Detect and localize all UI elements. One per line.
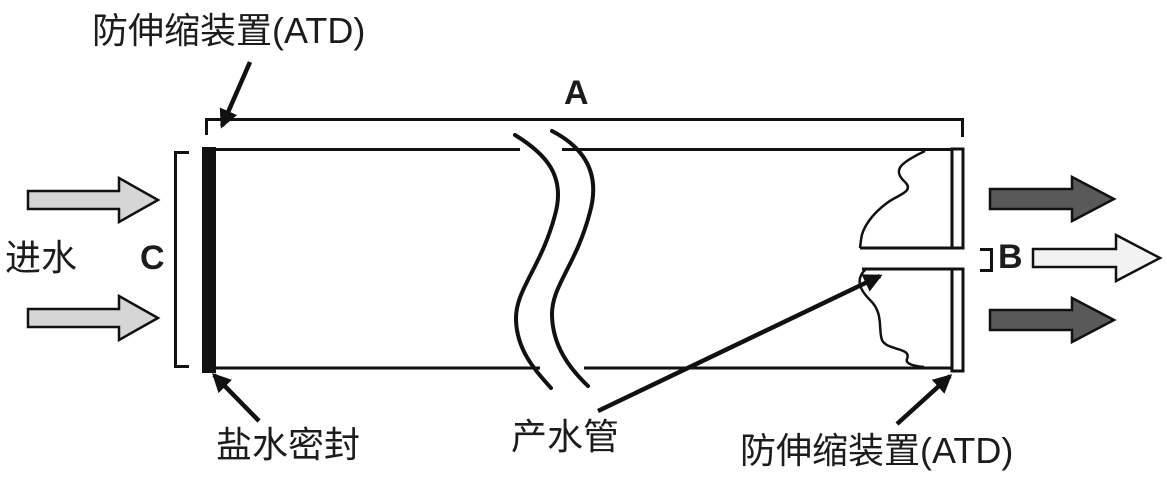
leader-arrow-brine-seal (212, 372, 261, 423)
break-lines (513, 129, 596, 390)
element-body-outline (209, 148, 953, 370)
concentrate-arrow-bottom (988, 295, 1117, 345)
concentrate-arrows (988, 174, 1117, 345)
leader-arrow-atd-bottom (895, 374, 953, 426)
wavy-edge-upper (858, 149, 926, 249)
membrane-wavy-edge (858, 149, 926, 369)
dim-bracket-b (980, 248, 993, 272)
leader-arrow-product-tube (597, 273, 883, 414)
label-feed-water: 进水 (5, 237, 78, 278)
leader-arrow-atd-top (219, 61, 253, 129)
feed-arrow-bottom (26, 293, 161, 343)
label-dimension-a: A (564, 74, 589, 112)
label-product-tube: 产水管 (511, 416, 620, 457)
atd-cap-lower (950, 267, 965, 373)
break-line-left (513, 133, 561, 390)
label-brine-seal: 盐水密封 (216, 424, 361, 465)
label-dimension-c: C (140, 239, 165, 277)
dim-bracket-c (174, 151, 189, 368)
feed-arrow-top (26, 175, 161, 225)
label-atd-top: 防伸缩装置(ATD) (92, 10, 366, 51)
break-line-right (549, 129, 596, 388)
product-tube-walls (860, 246, 953, 271)
wavy-edge-lower (858, 268, 925, 369)
concentrate-arrow-top (988, 174, 1117, 224)
label-atd-bottom: 防伸缩装置(ATD) (740, 430, 1014, 471)
dim-bracket-a (205, 118, 964, 137)
atd-cap-upper (950, 147, 965, 250)
dimension-brackets (174, 118, 993, 368)
feed-arrows (26, 175, 161, 343)
brine-seal-bar (202, 147, 216, 373)
product-water-arrow (1031, 232, 1163, 284)
label-dimension-b: B (998, 238, 1023, 276)
atd-end-cap (950, 147, 965, 373)
leader-arrows (212, 61, 953, 426)
